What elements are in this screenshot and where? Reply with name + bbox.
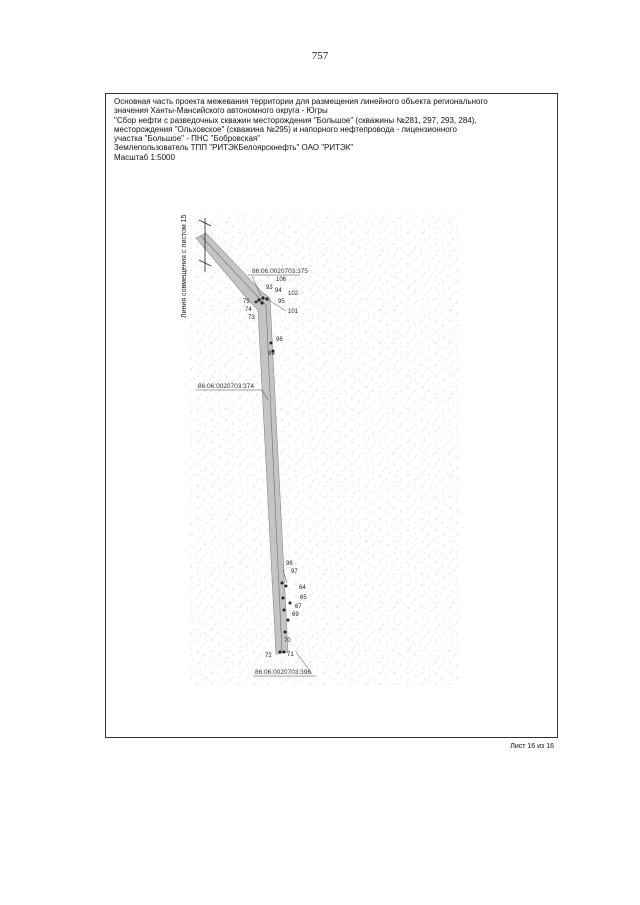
point-label: 72 — [265, 653, 272, 659]
sheet-label: Лист 16 из 16 — [510, 743, 554, 750]
parcel-label-middle: 86:06:0020703:374 — [198, 383, 254, 390]
junction-line-label: Линия совмещения с листом 15 — [181, 214, 188, 318]
junction-tick — [198, 219, 212, 227]
page-number: 757 — [311, 50, 329, 62]
point-label: 95 — [278, 299, 285, 305]
point-label: 99 — [268, 351, 275, 357]
point-label: 106 — [276, 277, 287, 283]
drawing-header: Основная часть проекта межевания террито… — [114, 97, 552, 162]
point-label: 94 — [275, 288, 282, 294]
point-cluster-top: 106 93 94 102 95 101 75 74 73 96 99 — [243, 277, 299, 357]
point-label: 73 — [248, 315, 255, 321]
junction-tick — [198, 259, 212, 267]
parcel-leader — [295, 651, 313, 675]
forest-hatching — [190, 215, 460, 685]
pipeline-axis — [200, 235, 283, 654]
point-label: 67 — [295, 604, 302, 610]
point-label: 102 — [288, 291, 299, 297]
point-label: 93 — [266, 285, 273, 291]
parcel-leader — [261, 389, 269, 401]
header-line: месторождения "Ольховское" (скважина №29… — [114, 124, 457, 134]
parcel-label-bottom: 86:06:0020703:396 — [255, 669, 311, 676]
point-label: 64 — [299, 585, 306, 591]
header-line: значения Ханты-Мансийского автономного о… — [114, 106, 328, 116]
parcel-leader — [251, 275, 262, 297]
point-label: 96 — [276, 337, 283, 343]
header-line: Землепользователь ТПП "РИТЭКБелоярскнефт… — [114, 143, 354, 153]
point-label: 69 — [292, 612, 299, 618]
drawing-frame — [105, 93, 558, 738]
point-label: 75 — [243, 299, 250, 305]
header-line: Основная часть проекта межевания террито… — [114, 97, 488, 106]
point-label: 98 — [286, 561, 293, 567]
header-line: участка "Большое" - ПНС "Бобровская" — [114, 134, 261, 144]
point-label: 65 — [300, 595, 307, 601]
point-label: 74 — [245, 307, 252, 313]
parcel-label-top: 86:06:0020703:375 — [252, 268, 308, 275]
point-cluster-bottom: 98 97 64 65 67 69 70 72 71 — [265, 561, 307, 659]
header-line: "Сбор нефти с разведочных скважин местор… — [114, 115, 477, 125]
scale-label: Масштаб 1:5000 — [114, 152, 175, 162]
point-label: 101 — [288, 309, 299, 315]
point-label: 71 — [287, 652, 294, 658]
point-label: 97 — [291, 569, 298, 575]
point-label: 70 — [284, 638, 291, 644]
pipeline-corridor — [195, 232, 289, 655]
